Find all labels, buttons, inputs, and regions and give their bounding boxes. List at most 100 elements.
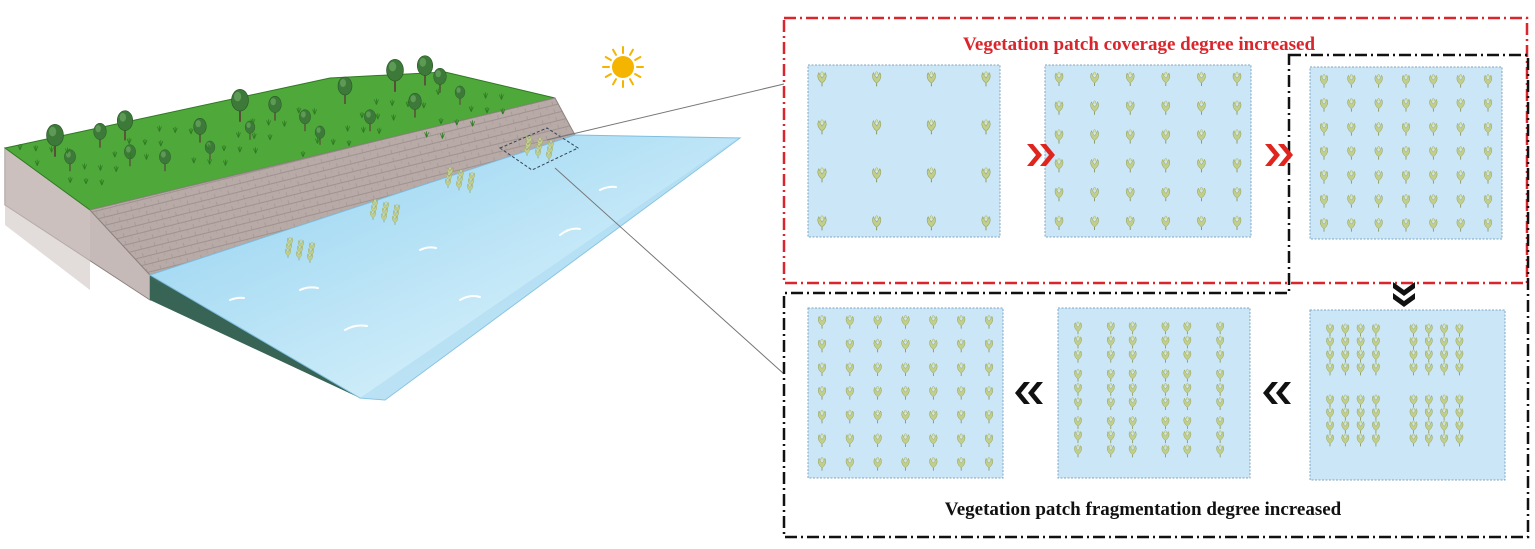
plant-icon: [1455, 323, 1464, 337]
grass-tuft: [191, 157, 197, 164]
grass-tuft: [346, 140, 352, 147]
plant-icon: [1440, 394, 1448, 408]
plant-icon: [817, 386, 827, 400]
plant-icon: [1183, 397, 1192, 411]
grass-tuft: [315, 137, 320, 144]
grass-tuft: [389, 99, 395, 106]
plant-icon: [984, 433, 994, 447]
plant-icon: [1424, 336, 1433, 350]
plant-icon: [1319, 170, 1329, 184]
plant-icon: [957, 433, 966, 447]
plant-icon: [926, 119, 936, 135]
plant-icon: [1232, 71, 1242, 86]
plant-icon: [1372, 336, 1380, 350]
tree-icon: [454, 85, 466, 105]
plant-icon: [957, 338, 966, 353]
tree-icon: [116, 110, 134, 141]
plant-icon: [929, 362, 938, 376]
tree-icon: [408, 93, 422, 118]
plant-icon: [1409, 362, 1418, 376]
plant-icon: [1054, 129, 1064, 144]
tree-icon: [268, 96, 282, 121]
plant-icon: [1197, 158, 1206, 173]
plant-icon: [1074, 416, 1082, 429]
tree-icon: [193, 118, 207, 143]
grass-tuft: [33, 145, 39, 152]
plant-icon: [957, 315, 966, 329]
plant-icon: [957, 386, 966, 400]
plant-icon: [1197, 71, 1206, 86]
plant-icon: [1106, 416, 1115, 429]
plant-icon: [901, 409, 910, 424]
grass-tuft: [454, 119, 460, 126]
plant-icon: [1161, 368, 1170, 382]
plant-icon: [817, 71, 827, 87]
plant-icon: [1183, 444, 1192, 458]
plant-icon: [1372, 323, 1380, 337]
plant-icon: [1161, 444, 1170, 458]
plant-icon: [1409, 407, 1418, 421]
plant-icon: [1356, 407, 1365, 421]
grass-tuft: [99, 179, 105, 186]
plant-icon: [901, 433, 910, 447]
grass-tuft: [158, 140, 164, 147]
plant-icon: [1409, 349, 1418, 363]
plant-icon: [1347, 74, 1356, 88]
plant-icon: [1106, 430, 1115, 444]
panel-coverage-2: [1044, 64, 1252, 238]
grass-tuft: [296, 107, 302, 114]
plant-icon: [901, 315, 910, 329]
plant-icon: [817, 215, 827, 231]
plant-icon: [1125, 158, 1135, 173]
plant-icon: [873, 433, 882, 447]
plant-icon: [1074, 368, 1082, 382]
grass-tuft: [207, 158, 212, 165]
plant-icon: [929, 338, 938, 353]
plant-icon: [845, 362, 854, 376]
plant-icon: [1347, 98, 1356, 112]
plant-icon: [817, 338, 827, 353]
plant-icon: [1401, 218, 1411, 232]
fragmentation-label: Vegetation patch fragmentation degree in…: [945, 499, 1342, 520]
plant-icon: [984, 338, 994, 353]
plant-icon: [1183, 349, 1192, 363]
grass-tuft: [65, 147, 70, 154]
plant-icon: [1341, 349, 1350, 363]
water-patch: [370, 198, 400, 225]
grass-tuft: [172, 126, 178, 133]
grass-tuft: [223, 159, 228, 166]
plant-icon: [1356, 349, 1365, 363]
plant-icon: [1161, 100, 1171, 115]
panel-fragmentation-3: [807, 307, 1004, 479]
plant-icon: [957, 457, 966, 471]
plant-icon: [1074, 430, 1082, 444]
plant-icon: [1054, 158, 1064, 173]
plant-icon: [845, 433, 854, 447]
double-chevron-right-icon: [1265, 144, 1293, 166]
plant-icon: [1326, 433, 1334, 447]
grass-tuft: [345, 125, 350, 132]
plant-icon: [1401, 146, 1411, 160]
tree-icon: [46, 124, 64, 157]
plant-icon: [1161, 430, 1170, 444]
plant-icon: [1456, 122, 1465, 136]
plant-icon: [1483, 74, 1493, 88]
plant-icon: [1319, 194, 1329, 208]
grass-tuft: [440, 132, 445, 139]
plant-icon: [873, 338, 882, 353]
plant-icon: [1197, 100, 1206, 115]
plant-icon: [981, 119, 991, 135]
water-patch: [445, 166, 475, 193]
grass-tuft: [49, 146, 54, 153]
plant-icon: [1341, 433, 1350, 447]
plant-icon: [1128, 349, 1137, 363]
plant-icon: [1356, 394, 1365, 408]
plant-icon: [1429, 122, 1438, 136]
plant-icon: [1090, 71, 1099, 86]
plant-icon: [872, 167, 882, 183]
plant-icon: [1424, 323, 1433, 337]
grass-tuft: [266, 119, 271, 126]
tree-icon: [231, 89, 249, 122]
plant-icon: [1161, 129, 1171, 144]
plant-icon: [1197, 129, 1206, 144]
